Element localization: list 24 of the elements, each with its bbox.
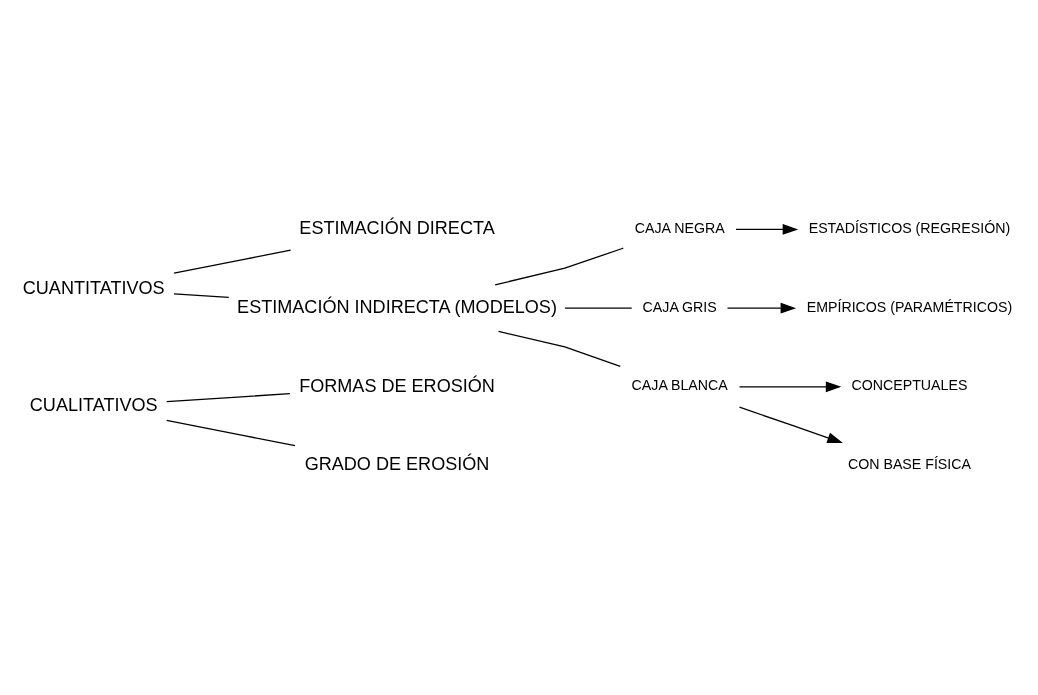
connector [497,330,621,368]
node-text: CUALITATIVOS [29,395,158,415]
node-text: CAJA NEGRA [634,220,725,237]
connector [166,393,291,403]
node-text: FORMAS DE EROSIÓN [299,375,495,396]
arrow [738,381,842,393]
node-text: CONCEPTUALES [851,377,968,394]
node-text: ESTIMACIÓN INDIRECTA (MODELOS) [237,296,557,317]
node-text: EMPÍRICOS (PARAMÉTRICOS) [806,298,1013,315]
node-text: CAJA BLANCA [631,377,728,394]
node-text: CAJA GRIS [642,298,717,315]
node-text: CUANTITATIVOS [22,277,165,298]
node-text: GRADO DE EROSIÓN [304,454,490,475]
connector [173,293,230,299]
connector [494,247,624,286]
node-text: ESTADÍSTICOS (REGRESIÓN) [808,220,1011,237]
connector [564,307,633,309]
arrow [726,302,797,314]
node-text: CON BASE FÍSICA [847,456,971,473]
arrow [738,406,843,443]
connector [173,249,292,274]
arrow [735,223,799,235]
connector [166,419,296,447]
node-text: ESTIMACIÓN DIRECTA [299,218,495,239]
